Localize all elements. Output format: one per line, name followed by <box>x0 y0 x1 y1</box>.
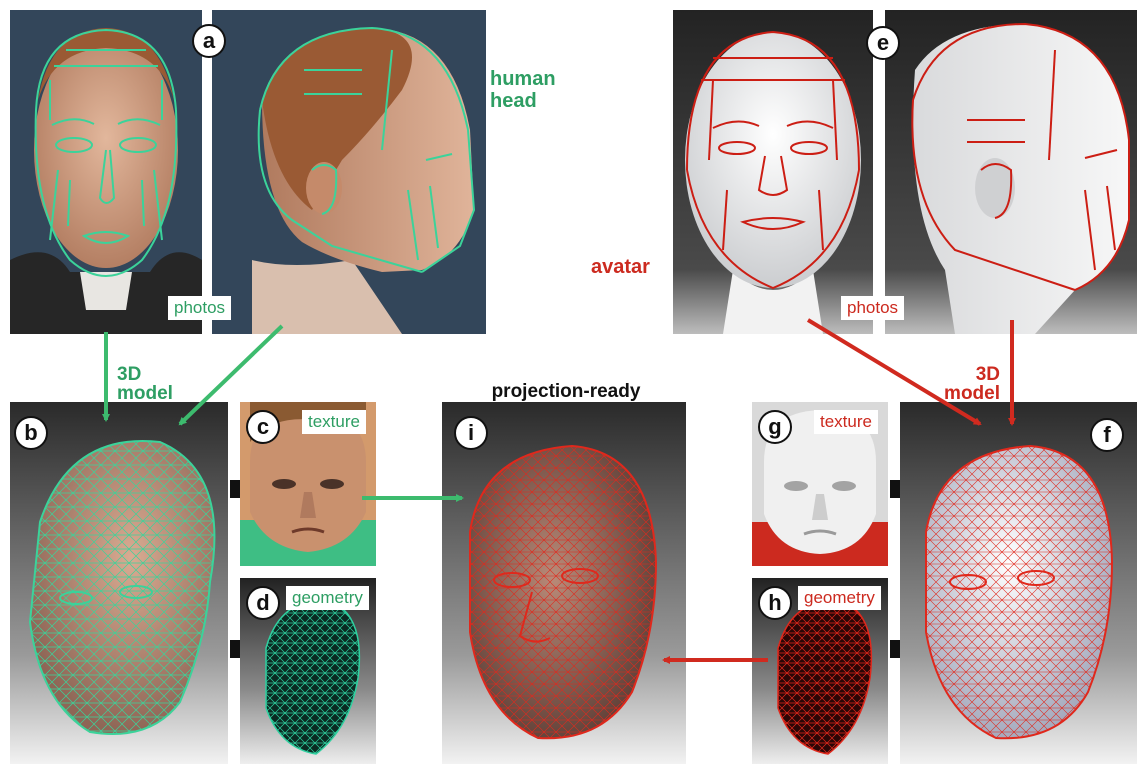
projection-line1: projection-ready <box>456 382 676 401</box>
panel-label-g: g <box>758 410 792 444</box>
panel-label-d: d <box>246 586 280 620</box>
model3d-label-left: 3D model <box>117 365 173 403</box>
model3d-right-line2: model <box>930 384 1000 403</box>
avatar-label: avatar <box>591 258 650 277</box>
avatar-profile-photo <box>885 10 1137 334</box>
model3d-left-line2: model <box>117 384 173 403</box>
geometry-label-h: geometry <box>798 586 881 610</box>
panel-label-a: a <box>192 24 226 58</box>
panel-label-b: b <box>14 416 48 450</box>
panel-label-h: h <box>758 586 792 620</box>
panel-i-projection-ready-model <box>442 402 686 764</box>
human-head-line1: human <box>490 68 556 90</box>
model3d-label-right: 3D model <box>930 365 1000 403</box>
human-front-photo <box>10 10 202 334</box>
human-head-line2: head <box>490 90 556 112</box>
panel-label-f: f <box>1090 418 1124 452</box>
human-head-label: human head <box>490 68 556 112</box>
avatar-front-photo <box>673 10 873 334</box>
texture-label-c: texture <box>302 410 366 434</box>
photos-label-left: photos <box>168 296 231 320</box>
panel-b-human-3d-model <box>10 402 228 764</box>
geometry-label-d: geometry <box>286 586 369 610</box>
texture-label-g: texture <box>814 410 878 434</box>
photos-label-right: photos <box>841 296 904 320</box>
panel-label-i: i <box>454 416 488 450</box>
model3d-right-line1: 3D <box>930 365 1000 384</box>
panel-label-c: c <box>246 410 280 444</box>
panel-label-e: e <box>866 26 900 60</box>
panel-f-avatar-3d-model <box>900 402 1137 764</box>
human-profile-photo <box>212 10 486 334</box>
model3d-left-line1: 3D <box>117 365 173 384</box>
